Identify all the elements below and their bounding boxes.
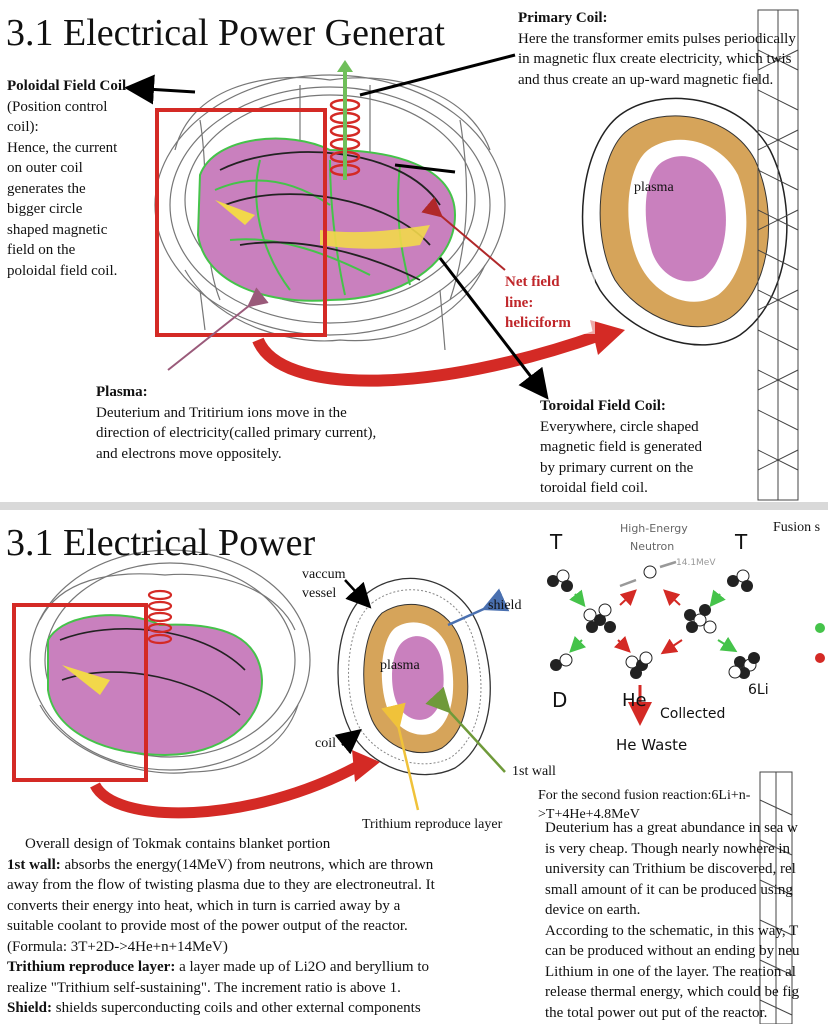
vaccum-label: vaccum [302, 567, 346, 582]
high-energy-label: High-Energy [620, 522, 688, 535]
vessel-label: vessel [302, 586, 337, 601]
trithium-paragraph: Trithium reproduce layer: a layer made u… [7, 959, 429, 975]
plasma-label: plasma [634, 180, 674, 195]
plasma-label-2: plasma [380, 658, 420, 673]
tritium-left-label: T [550, 530, 563, 554]
lithium-label: 6Li [748, 682, 769, 698]
net-field-annotation: Net field line: heliciform [505, 272, 595, 334]
coil-label: coil [315, 736, 336, 751]
slide-1: 3.1 Electrical Power Generat Poloidal Fi… [0, 0, 828, 502]
toroidal-coil-annotation: Toroidal Field Coil: Everywhere, circle … [540, 396, 745, 499]
tritium-right-label: T [735, 530, 748, 554]
toroidal-coils-drawing [154, 74, 506, 351]
trithium-layer-label: Trithium reproduce layer [362, 817, 503, 832]
poloidal-coil-annotation: Poloidal Field Coil (Position control co… [7, 76, 137, 281]
energy-label: 14.1MeV [676, 558, 716, 568]
plasma-heading: Plasma: [96, 384, 148, 400]
plasma-annotation: Plasma: Deuterium and Tritirium ions mov… [96, 382, 426, 464]
primary-coil-heading: Primary Coil: [518, 10, 608, 26]
first-wall-label: 1st wall [512, 764, 556, 779]
first-wall-paragraph: 1st wall: absorbs the energy(14MeV) from… [7, 856, 434, 873]
tokmak-illustration [124, 9, 799, 501]
tower-drawing [757, 9, 799, 501]
blanket-intro: Overall design of Tokmak contains blanke… [25, 836, 331, 852]
shield-paragraph: Shield: shields superconducting coils an… [7, 1000, 421, 1016]
he-label: He [622, 690, 647, 711]
collected-label: Collected [660, 706, 726, 722]
toroidal-coil-heading: Toroidal Field Coil: [540, 398, 666, 414]
he-waste-label: He Waste [616, 736, 688, 754]
fusion-diagram [547, 560, 825, 726]
fusion-title: Fusion s [773, 520, 821, 535]
poloidal-coil-heading: Poloidal Field Coil [7, 78, 127, 94]
slide-1-title: 3.1 Electrical Power Generat [6, 12, 445, 54]
shield-label: shield [488, 598, 522, 613]
blanket-description: Overall design of Tokmak contains blanke… [7, 834, 532, 1019]
slide-2: 3.1 Electrical Power vaccum vessel shiel… [0, 510, 828, 1024]
poloidal-highlight-box [155, 108, 327, 337]
deuterium-label: D [552, 688, 568, 712]
primary-coil-annotation: Primary Coil: Here the transformer emits… [518, 8, 828, 90]
blanket-illustration [12, 549, 825, 1024]
second-reaction: For the second fusion reaction:6Li+n- >T… [538, 788, 751, 822]
neutron-label: Neutron [630, 540, 675, 553]
deuterium-paragraph: Deuterium has a great abundance in sea w… [545, 820, 800, 1021]
slide-2-title: 3.1 Electrical Power [6, 522, 316, 564]
